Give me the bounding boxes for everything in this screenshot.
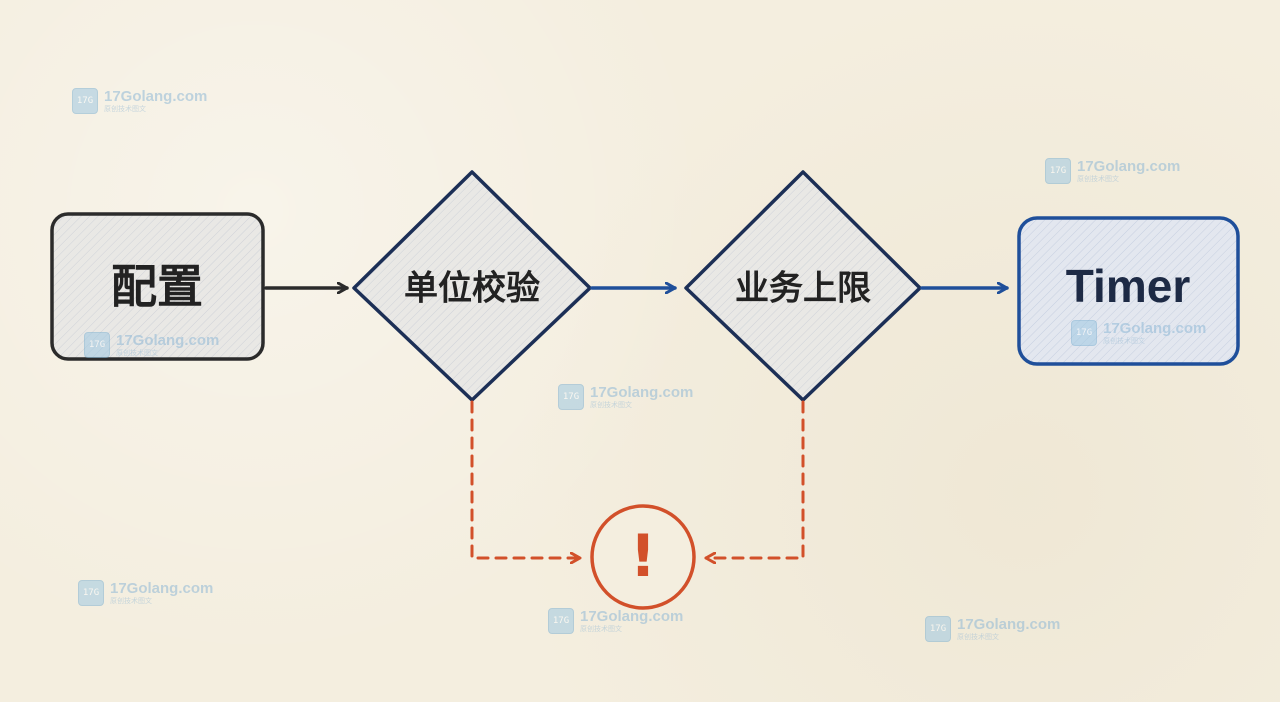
business-limit-label: 业务上限 [735,269,871,309]
config-label: 配置 [111,260,203,314]
timer-node: Timer [1017,216,1240,366]
error-path-from-business-limit [704,400,805,558]
timer-label: Timer [1066,260,1191,312]
unit-check-label: 单位校验 [404,269,540,309]
error-path-from-unit-check [470,400,582,558]
business-limit-node: 业务上限 [684,170,922,402]
error-icon: ! [630,522,656,590]
unit-check-node: 单位校验 [352,170,592,402]
error-node: ! [590,504,696,610]
config-node: 配置 [50,212,265,361]
